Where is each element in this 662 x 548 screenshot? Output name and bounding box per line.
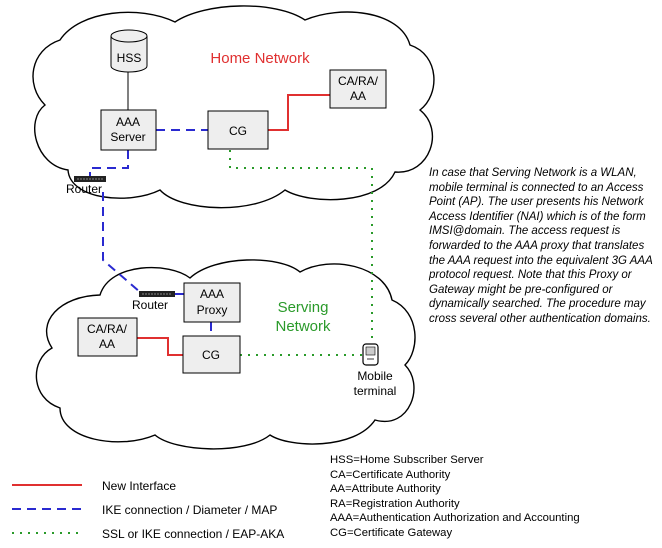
hss-label: HSS — [117, 51, 142, 65]
abbreviation-item: CG=Certificate Gateway — [330, 526, 453, 539]
home-ca-label-2: AA — [350, 89, 366, 103]
legend-ssl-connection: SSL or IKE connection / EAP-AKA — [102, 527, 284, 541]
serving-network-title-2: Network — [275, 318, 331, 335]
abbreviation-item: RA=Registration Authority — [330, 497, 460, 510]
abbreviation-item: AA=Attribute Authority — [330, 483, 441, 496]
serving-ca-cg-solid-link — [137, 337, 183, 356]
inter-router-dashed-link — [102, 192, 141, 293]
serving-network-note: In case that Serving Network is a WLAN, … — [429, 167, 653, 325]
aaa-server-label-2: Server — [110, 130, 145, 144]
home-cg-label: CG — [229, 124, 247, 138]
mobile-terminal-label-2: terminal — [354, 384, 397, 398]
aaa-proxy-label-2: Proxy — [197, 303, 228, 317]
mobile-terminal-label-1: Mobile — [357, 369, 393, 383]
serving-ca-node — [77, 317, 138, 357]
serving-cg-node — [182, 335, 241, 374]
serving-ca-label-1: CA/RA/ — [87, 322, 128, 336]
aaa-proxy-node — [183, 282, 241, 323]
home-network-title: Home Network — [210, 50, 310, 67]
serving-router-label: Router — [132, 298, 168, 312]
cg-ca-solid-link — [268, 94, 330, 131]
home-router-label: Router — [66, 182, 102, 196]
aaa-server-node — [100, 109, 157, 151]
hss-node: HSS — [110, 29, 148, 73]
serving-router-icon — [139, 291, 175, 297]
abbreviation-list: HSS=Home Subscriber Server CA=Certificat… — [330, 453, 580, 541]
home-cg-node — [207, 110, 269, 150]
abbreviation-item: CA=Certificate Authority — [330, 468, 451, 481]
serving-cg-label: CG — [202, 348, 220, 362]
mobile-terminal-icon — [362, 343, 379, 366]
serving-network-title-1: Serving — [278, 299, 329, 316]
cg-mobile-dotted-link — [229, 150, 373, 352]
aaa-proxy-label-1: AAA — [200, 287, 224, 301]
home-ca-label-1: CA/RA/ — [338, 74, 379, 88]
legend-ike-connection: IKE connection / Diameter / MAP — [102, 503, 277, 517]
aaa-server-label-1: AAA — [116, 115, 140, 129]
abbreviation-item: AAA=Authentication Authorization and Acc… — [330, 512, 580, 525]
legend-new-interface: New Interface — [102, 479, 176, 493]
serving-ca-label-2: AA — [99, 337, 115, 351]
aaa-router-dashed-link — [89, 150, 129, 178]
home-router-icon — [74, 176, 106, 182]
abbreviation-item: HSS=Home Subscriber Server — [330, 454, 484, 466]
home-ca-node — [329, 69, 387, 109]
